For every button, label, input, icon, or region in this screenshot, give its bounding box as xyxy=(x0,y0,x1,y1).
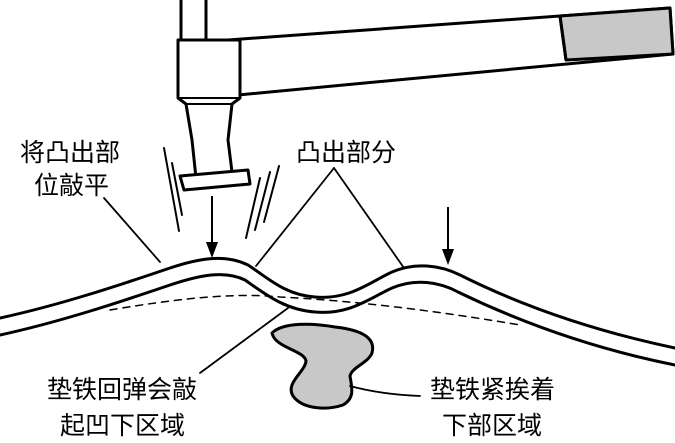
hammer-grip xyxy=(558,6,675,62)
label-bulge-part: 凸出部分 xyxy=(296,138,396,167)
hammer-face xyxy=(178,168,252,192)
hammer-head-top xyxy=(179,0,208,42)
hammer-icon xyxy=(176,0,675,192)
hammer-head-body xyxy=(176,38,242,180)
label-flatten-line2: 位敲平 xyxy=(34,171,109,200)
dolly-block-icon xyxy=(270,322,375,410)
metal-panel xyxy=(0,256,675,367)
label-flatten-line1: 将凸出部 xyxy=(20,138,120,167)
label-dolly-press-line2: 下部区域 xyxy=(442,411,542,440)
original-contour-dashed xyxy=(109,294,521,326)
label-dolly-rebound-line2: 起凹下区域 xyxy=(60,411,185,440)
impact-arrows xyxy=(206,196,454,265)
motion-lines xyxy=(163,147,280,239)
label-dolly-rebound-line1: 垫铁回弹会敲 xyxy=(47,375,197,404)
label-dolly-press-line1: 垫铁紧挨着 xyxy=(430,375,555,404)
panel-lower-edge xyxy=(0,273,675,367)
leader-lines xyxy=(103,167,421,397)
panel-upper-edge xyxy=(0,256,675,350)
